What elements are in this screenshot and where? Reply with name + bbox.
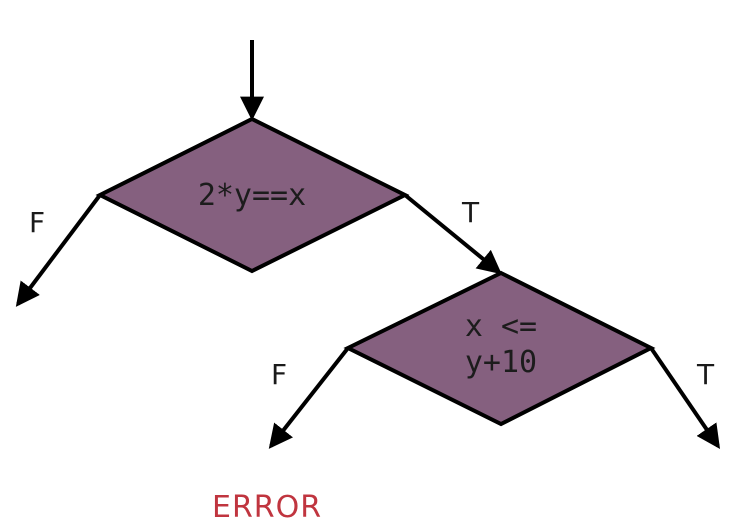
decision-2-shape <box>343 270 656 427</box>
decision-2-condition-line-1: x <= <box>465 309 537 344</box>
decision-2-condition-line-2: y+10 <box>465 345 537 380</box>
decision-node-1: 2*y==x <box>95 116 410 274</box>
decision-node-2: x <= y+10 <box>343 270 656 427</box>
decision-1-shape <box>95 116 410 274</box>
decision-1-true-label: T <box>461 196 480 229</box>
decision-2-false-label: F <box>271 358 287 391</box>
decision-1-false-arrow <box>15 193 102 307</box>
decision-2-true-label: T <box>696 358 715 391</box>
decision-1-condition: 2*y==x <box>198 178 306 213</box>
decision-1-true-arrow <box>403 193 502 275</box>
decision-2-true-arrow <box>649 346 721 449</box>
decision-2-false-arrow <box>268 346 350 449</box>
decision-1-false-label: F <box>29 206 45 239</box>
error-label: ERROR <box>212 490 322 525</box>
